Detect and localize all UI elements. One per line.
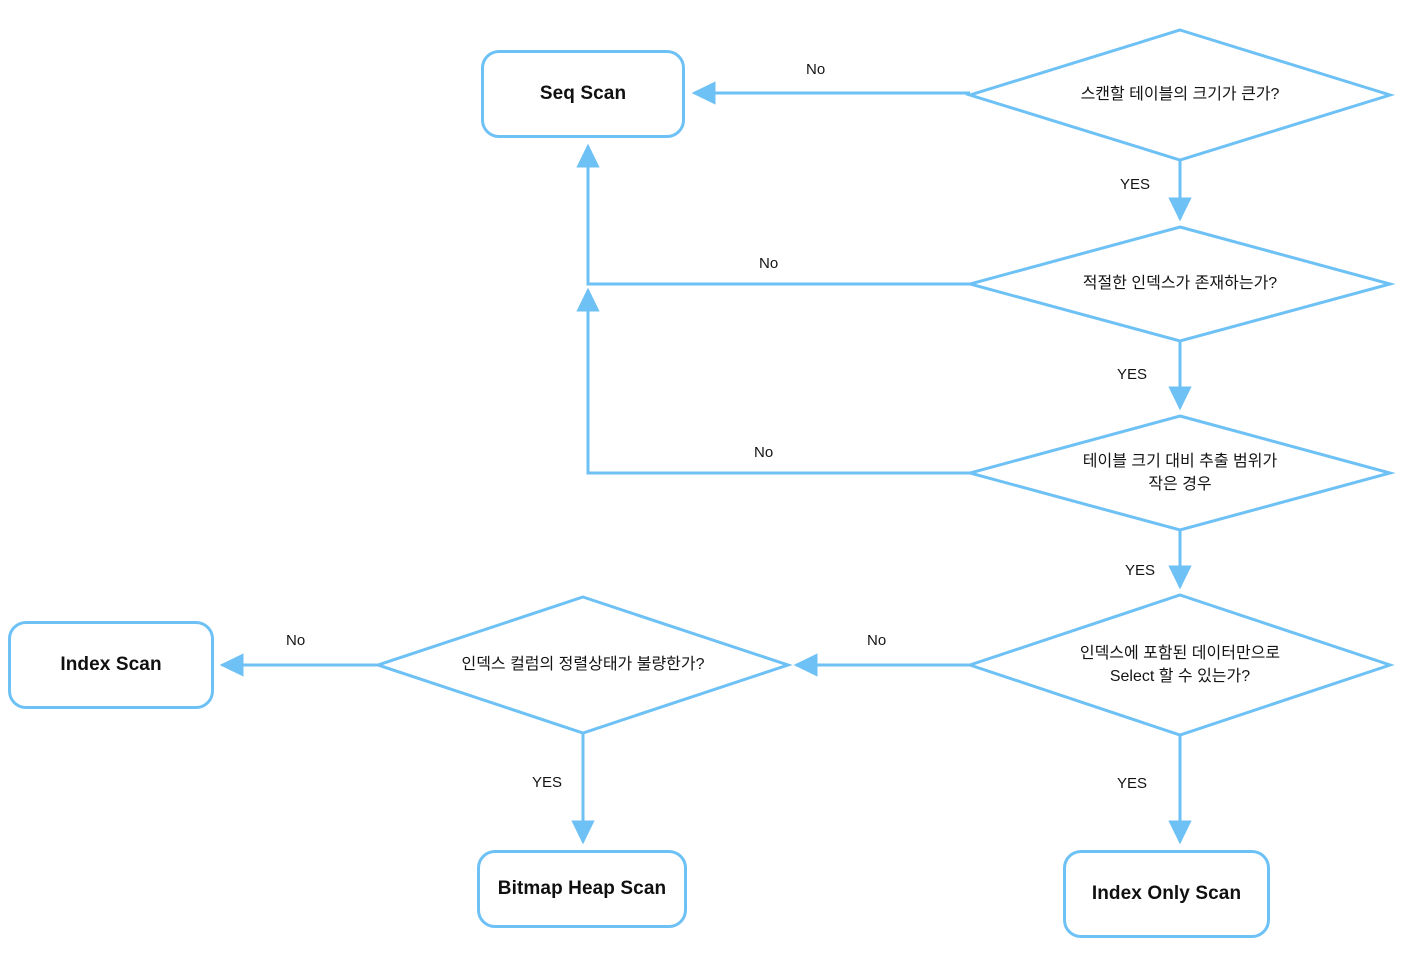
decision-d2-label: 적절한 인덱스가 존재하는가? [1082, 275, 1278, 293]
edge-label-d1-no: No [806, 61, 826, 78]
diamond-shape-d3 [964, 414, 1396, 532]
edge-label-d3-no: No [754, 444, 774, 461]
node-index-only-scan[interactable]: Index Only Scan [1063, 850, 1270, 938]
edge-label-d1-yes: YES [1120, 176, 1151, 193]
node-seq-scan[interactable]: Seq Scan [481, 50, 685, 138]
edge-label-d5-yes: YES [532, 774, 563, 791]
node-bitmap-heap-scan-label: Bitmap Heap Scan [497, 878, 667, 899]
decision-d1-label: 스캔할 테이블의 크기가 큰가? [1080, 86, 1280, 104]
edge-label-d2-yes: YES [1117, 366, 1148, 383]
diamond-shape-d5 [373, 595, 793, 735]
node-index-scan-label: Index Scan [60, 654, 162, 675]
diamond-shape-d4 [965, 593, 1395, 737]
edge-label-d5-no: No [286, 632, 306, 649]
diamond-shape-d1 [964, 28, 1396, 162]
node-bitmap-heap-scan[interactable]: Bitmap Heap Scan [477, 850, 687, 928]
edge-d3-no [576, 287, 970, 475]
decision-d4-label: 인덱스에 포함된 데이터만으로 Select 할 수 있는가? [1079, 644, 1281, 685]
edge-label-d4-no: No [867, 632, 887, 649]
node-index-scan[interactable]: Index Scan [8, 621, 214, 709]
decision-d5-label: 인덱스 컬럼의 정렬상태가 불량한가? [461, 656, 705, 674]
node-index-only-scan-label: Index Only Scan [1091, 883, 1242, 904]
edge-label-d3-yes: YES [1125, 562, 1156, 579]
edge-d2-no [576, 143, 970, 286]
edge-label-d4-yes: YES [1117, 775, 1148, 792]
diamond-shape-d2 [964, 225, 1396, 343]
edge-label-d2-no: No [759, 255, 779, 272]
decision-d3-label: 테이블 크기 대비 추출 범위가 작은 경우 [1082, 452, 1278, 493]
node-seq-scan-label: Seq Scan [539, 83, 627, 104]
